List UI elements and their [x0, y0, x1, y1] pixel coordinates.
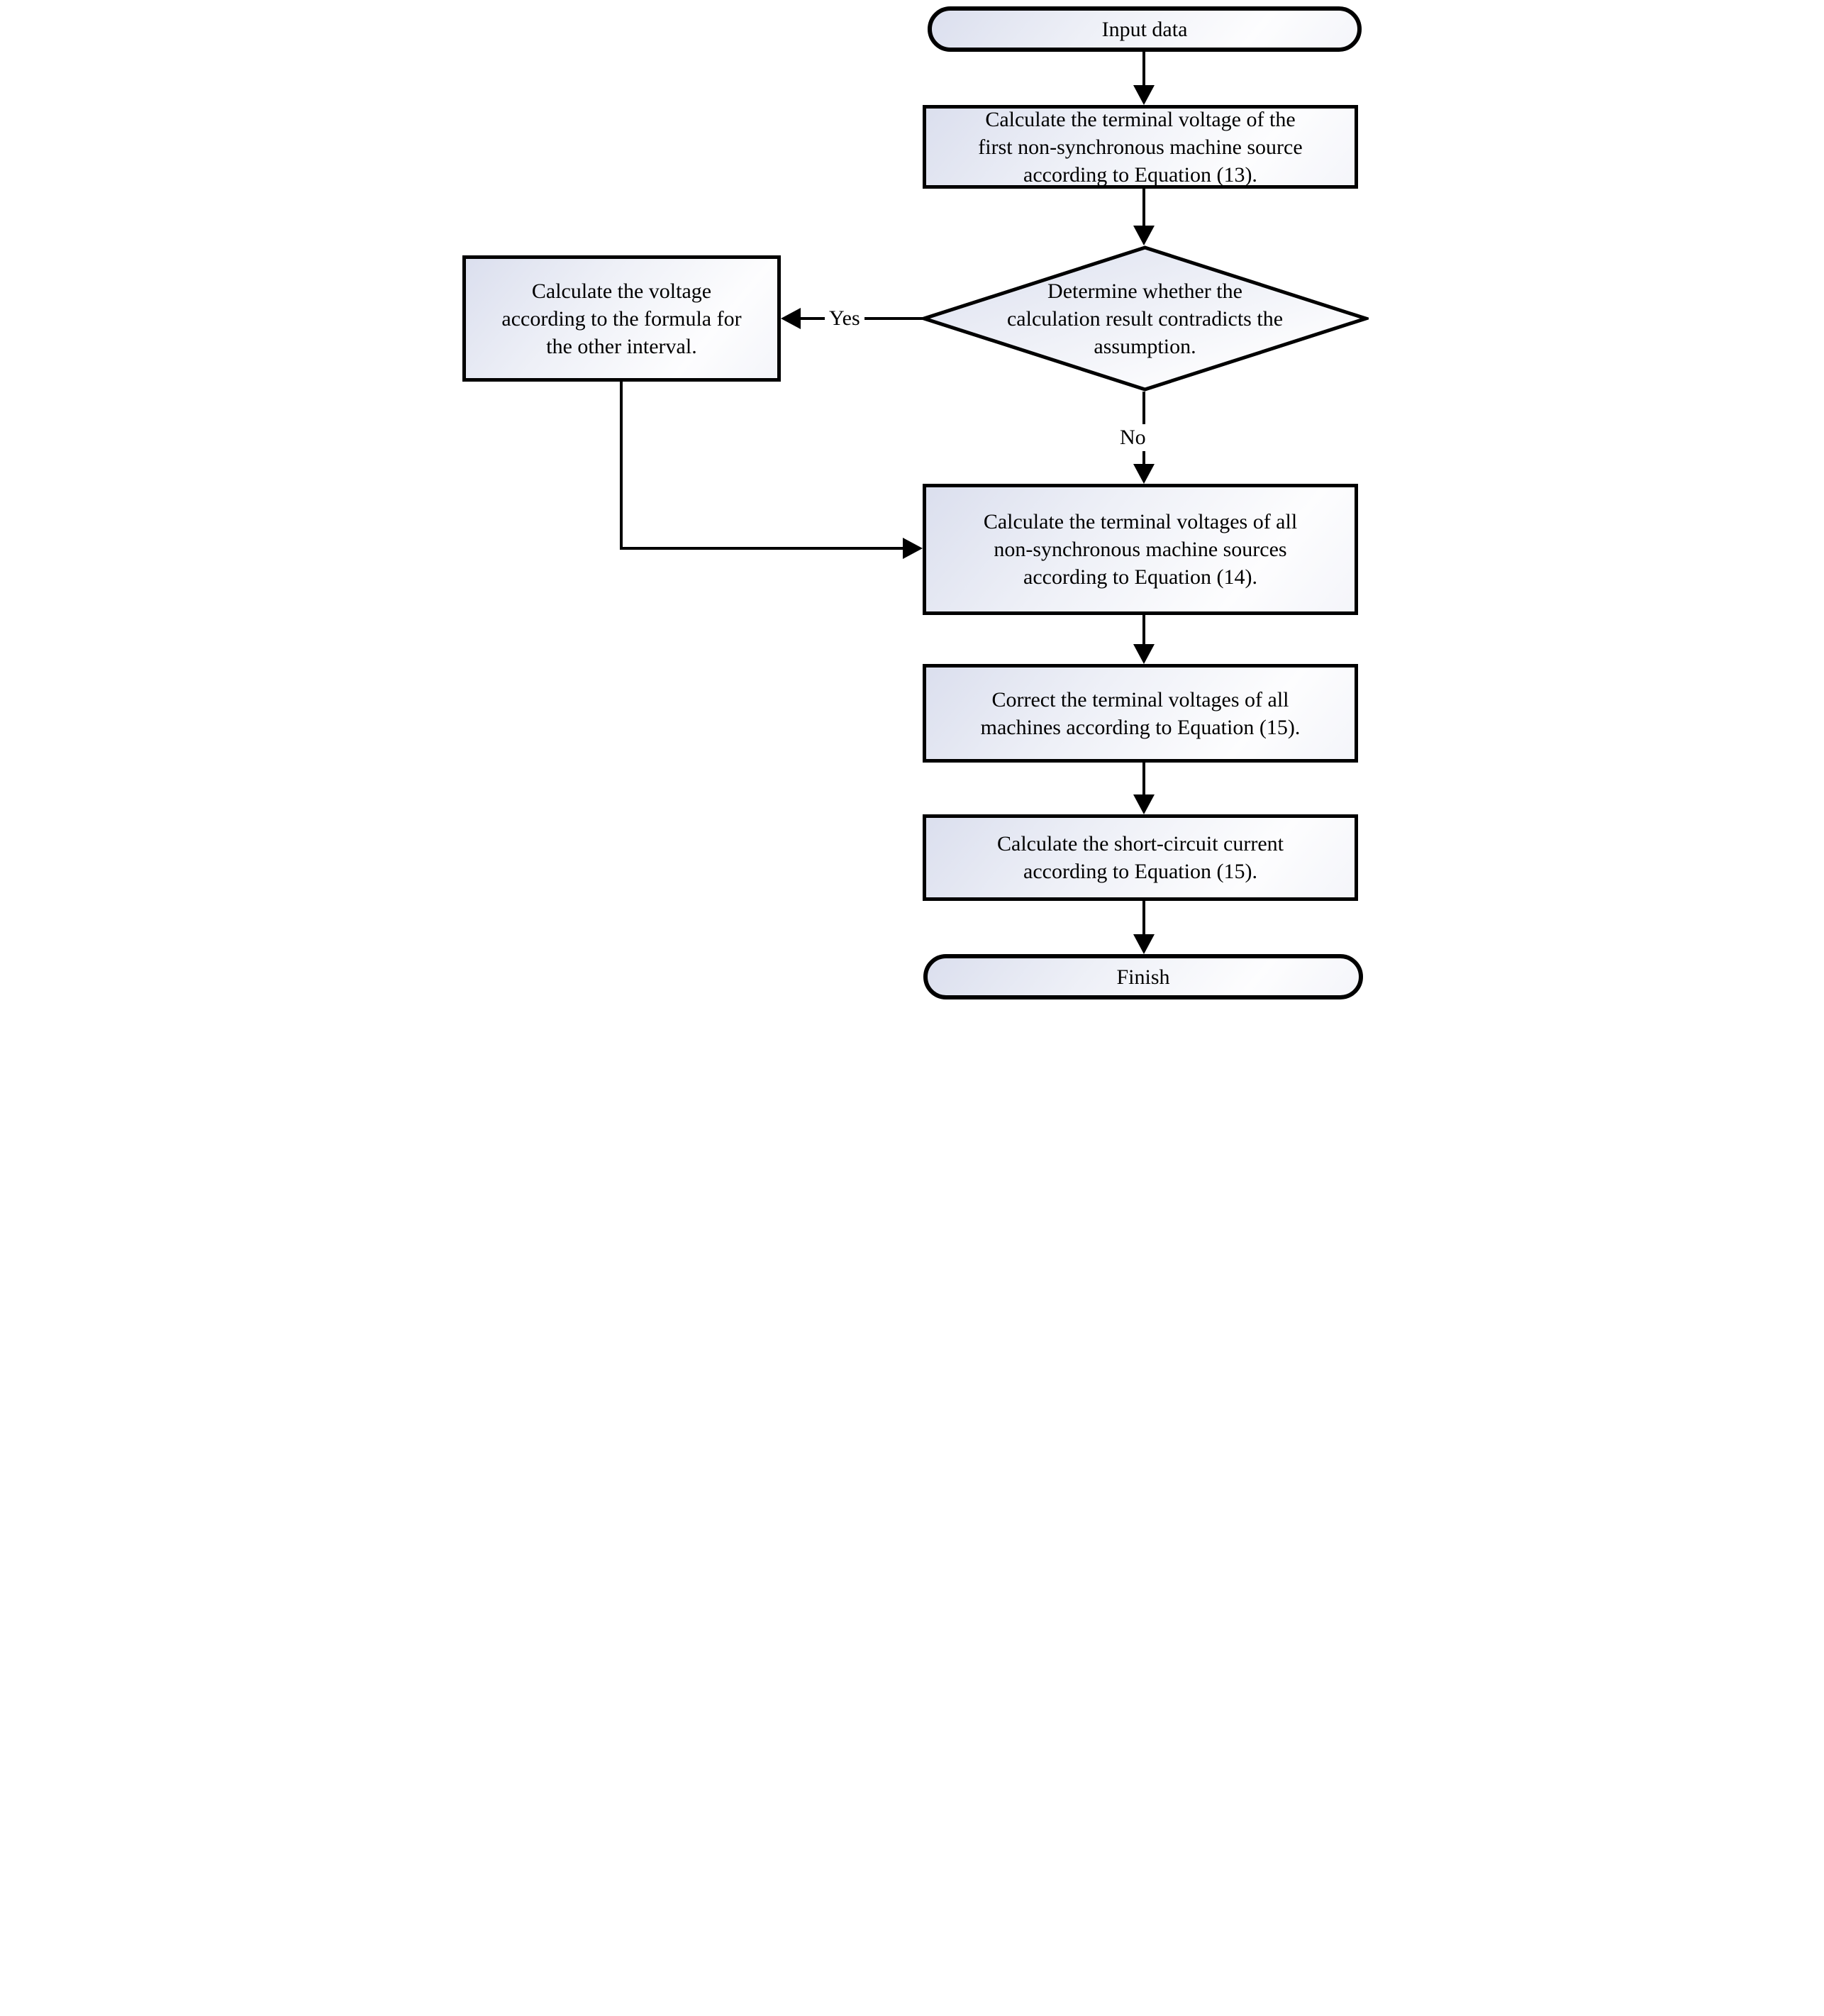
connector-calc-all-to-correct [1142, 615, 1145, 646]
connector-short-circuit-to-finish [1142, 901, 1145, 936]
process-calc-short-circuit-current: Calculate the short-circuit current acco… [923, 814, 1358, 901]
process-other-interval-formula-label: Calculate the voltage according to the f… [501, 279, 742, 358]
edge-label-yes: Yes [825, 305, 864, 332]
arrowhead-down-icon [1133, 934, 1155, 954]
connector-correct-to-short-circuit [1142, 763, 1145, 796]
arrowhead-down-icon [1133, 85, 1155, 105]
arrowhead-down-icon [1133, 226, 1155, 245]
finish-terminator: Finish [923, 954, 1363, 999]
arrowhead-right-icon [903, 538, 923, 559]
connector-other-interval-down [620, 382, 623, 550]
connector-other-interval-right [620, 547, 903, 550]
process-correct-voltages: Correct the terminal voltages of all mac… [923, 664, 1358, 763]
decision-label: Determine whether the calculation result… [1006, 279, 1284, 358]
arrowhead-down-icon [1133, 644, 1155, 664]
arrowhead-down-icon [1133, 794, 1155, 814]
process-calc-short-circuit-current-label: Calculate the short-circuit current acco… [997, 832, 1284, 883]
start-label: Input data [1101, 17, 1188, 41]
connector-start-to-calc-first [1142, 50, 1145, 87]
flowchart-canvas: Input data Calculate the terminal voltag… [456, 0, 1369, 1008]
decision-diamond-shape [921, 245, 1369, 392]
process-other-interval-formula: Calculate the voltage according to the f… [462, 255, 781, 382]
connector-calc-first-to-decision [1142, 189, 1145, 227]
finish-label: Finish [1116, 965, 1170, 989]
arrowhead-down-icon [1133, 464, 1155, 484]
decision-diamond: Determine whether the calculation result… [921, 245, 1369, 392]
edge-label-no: No [1116, 424, 1150, 451]
process-calc-first-voltage: Calculate the terminal voltage of the fi… [923, 105, 1358, 189]
process-calc-all-voltages: Calculate the terminal voltages of all n… [923, 484, 1358, 615]
start-terminator: Input data [928, 6, 1362, 52]
process-calc-first-voltage-label: Calculate the terminal voltage of the fi… [978, 107, 1303, 187]
process-correct-voltages-label: Correct the terminal voltages of all mac… [980, 687, 1301, 739]
process-calc-all-voltages-label: Calculate the terminal voltages of all n… [983, 510, 1298, 589]
arrowhead-left-icon [781, 308, 801, 329]
